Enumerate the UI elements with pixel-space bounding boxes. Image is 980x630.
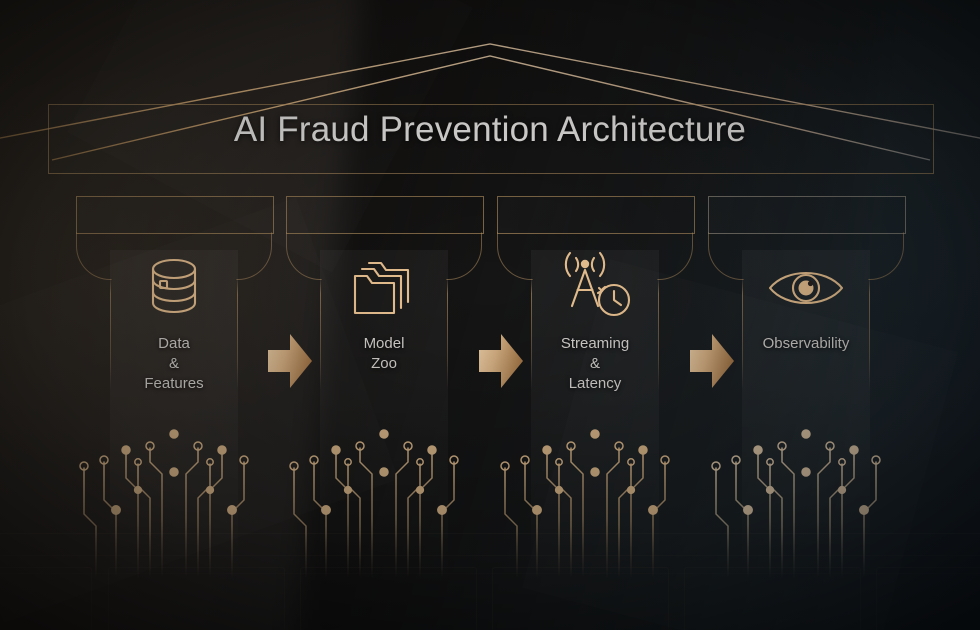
architecture-diagram: AI Fraud Prevention Architecture Data & … xyxy=(0,0,980,630)
vignette-overlay xyxy=(0,0,980,630)
